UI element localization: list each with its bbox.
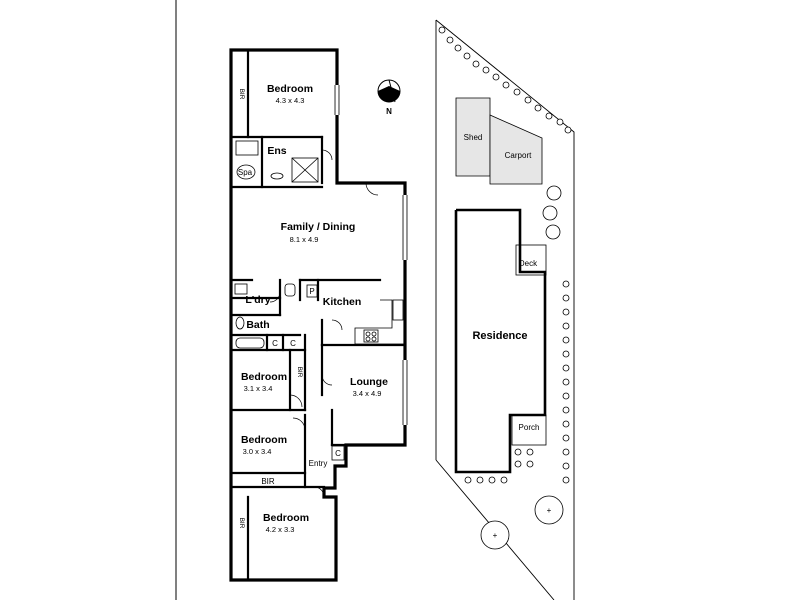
pantry-label: P: [309, 287, 314, 296]
porch-label: Porch: [519, 423, 540, 432]
north-compass-icon: [377, 79, 401, 103]
spa-label: Spa: [238, 168, 253, 177]
cupboard-label: C: [290, 339, 296, 348]
shower: [291, 157, 319, 183]
room-name-bedroom1: Bedroom: [267, 83, 313, 95]
door-swing: [321, 374, 333, 386]
door-swing: [365, 182, 379, 196]
residence-label: Residence: [472, 330, 527, 342]
house-floor-plan: Bedroom 4.3 x 4.3 Ens Family / Dining 8.…: [229, 48, 408, 582]
site-boundary: [435, 19, 575, 600]
room-name-bedroom4: Bedroom: [263, 512, 309, 524]
shrub-row-icon: [438, 26, 572, 484]
shrub-icon: [546, 185, 562, 201]
room-name-bath: Bath: [246, 319, 269, 331]
door-swing: [269, 291, 281, 303]
carport-label: Carport: [505, 151, 532, 160]
tree-icon: [534, 495, 564, 525]
basin: [270, 172, 284, 180]
room-name-lounge: Lounge: [350, 376, 388, 388]
door-swing: [331, 319, 343, 331]
room-name-ens: Ens: [267, 145, 286, 157]
shed-label: Shed: [464, 133, 483, 142]
pantry-box: [306, 284, 318, 298]
svg-text:+: +: [547, 506, 552, 515]
tree-icon: [480, 520, 510, 550]
svg-text:+: +: [493, 531, 498, 540]
deck: [515, 244, 547, 276]
bir-label: BIR: [238, 518, 245, 529]
room-dims-family: 8.1 x 4.9: [290, 235, 319, 244]
shrub-icon: [545, 224, 561, 240]
room-dims-bedroom3: 3.0 x 3.4: [243, 447, 272, 456]
compass-north-label: N: [386, 107, 392, 116]
cooktop: [363, 329, 379, 343]
bathtub: [235, 337, 265, 349]
room-name-kitchen: Kitchen: [323, 296, 362, 308]
door-swing: [292, 417, 306, 431]
room-name-family: Family / Dining: [281, 221, 356, 233]
room-name-bedroom3: Bedroom: [241, 434, 287, 446]
outer-wall: [229, 48, 407, 582]
room-name-laundry: L'dry: [245, 294, 270, 306]
spa-bath: [236, 164, 256, 180]
bir-label: BIR: [261, 477, 275, 486]
kitchen-bench: [354, 299, 405, 345]
porch: [511, 414, 547, 446]
room-dims-bedroom2: 3.1 x 3.4: [244, 384, 273, 393]
room-name-bedroom2: Bedroom: [241, 371, 287, 383]
deck-label: Deck: [519, 259, 538, 268]
kitchen-sink: [392, 299, 404, 321]
laundry-trough: [234, 283, 248, 295]
room-dims-lounge: 3.4 x 4.9: [353, 389, 382, 398]
shrub-icon: [542, 205, 558, 221]
toilet: [284, 283, 296, 297]
bir-label: BIR: [238, 89, 245, 100]
room-dims-bedroom4: 4.2 x 3.3: [266, 525, 295, 534]
door-swing: [289, 394, 303, 408]
door-swing: [315, 486, 325, 498]
carport: [489, 114, 543, 185]
bir-label: BIR: [296, 367, 303, 378]
entry-label: Entry: [309, 459, 328, 468]
room-dims-bedroom1: 4.3 x 4.3: [276, 96, 305, 105]
site-plan: Shed Carport Residence Deck Porch + +: [435, 19, 575, 601]
vanity-basin: [235, 316, 245, 330]
cupboard-label: C: [335, 449, 341, 458]
door-swing: [321, 149, 333, 161]
cupboard-label: C: [272, 339, 278, 348]
cupboard-box: [331, 445, 345, 461]
toilet: [235, 140, 259, 156]
